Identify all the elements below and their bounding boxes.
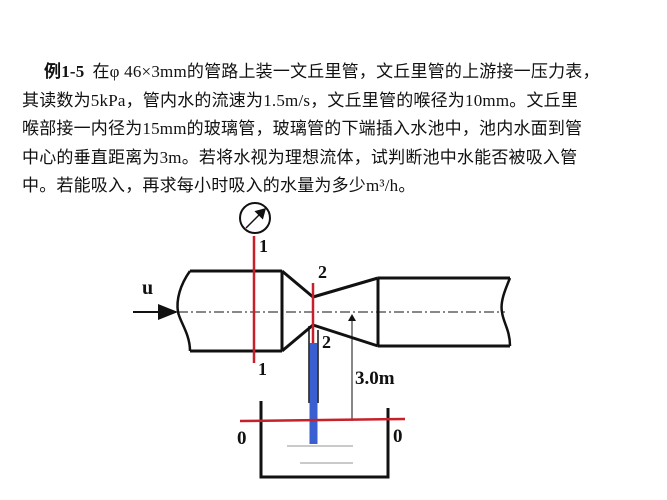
section-0-right-label: 0 <box>393 426 403 447</box>
diverging-section <box>312 276 379 348</box>
problem-line-4: 中心的垂直距离为3m。若将水视为理想流体，试判断池中水能否被吸入管 <box>22 147 578 167</box>
glass-tube <box>308 326 319 444</box>
water-tank <box>259 401 390 479</box>
flow-velocity-label: u <box>142 277 153 299</box>
section-0-line <box>239 417 406 423</box>
problem-line-2: 其读数为5kPa，管内水的流速为1.5m/s，文丘里管的喉径为10mm。文丘里 <box>22 90 579 110</box>
outlet-pipe <box>376 276 512 348</box>
section-1-bottom-label: 1 <box>258 359 267 379</box>
section-1-top-label: 1 <box>259 236 268 256</box>
problem-line-3: 喉部接一内径为15mm的玻璃管，玻璃管的下端插入水池中，池内水面到管 <box>22 119 583 138</box>
inlet-pipe <box>176 269 284 353</box>
converging-section <box>281 269 314 353</box>
section-2-bottom-label: 2 <box>322 332 331 352</box>
section-2-top-label: 2 <box>318 262 327 282</box>
section-0-left-label: 0 <box>237 428 247 449</box>
problem-line-5: 中。若能吸入，再求每小时吸入的水量为多少m³/h。 <box>22 176 416 195</box>
example-label: 例1-5 <box>44 62 85 81</box>
pressure-gauge-icon <box>239 202 271 234</box>
height-dimension-label: 3.0m <box>355 368 395 389</box>
